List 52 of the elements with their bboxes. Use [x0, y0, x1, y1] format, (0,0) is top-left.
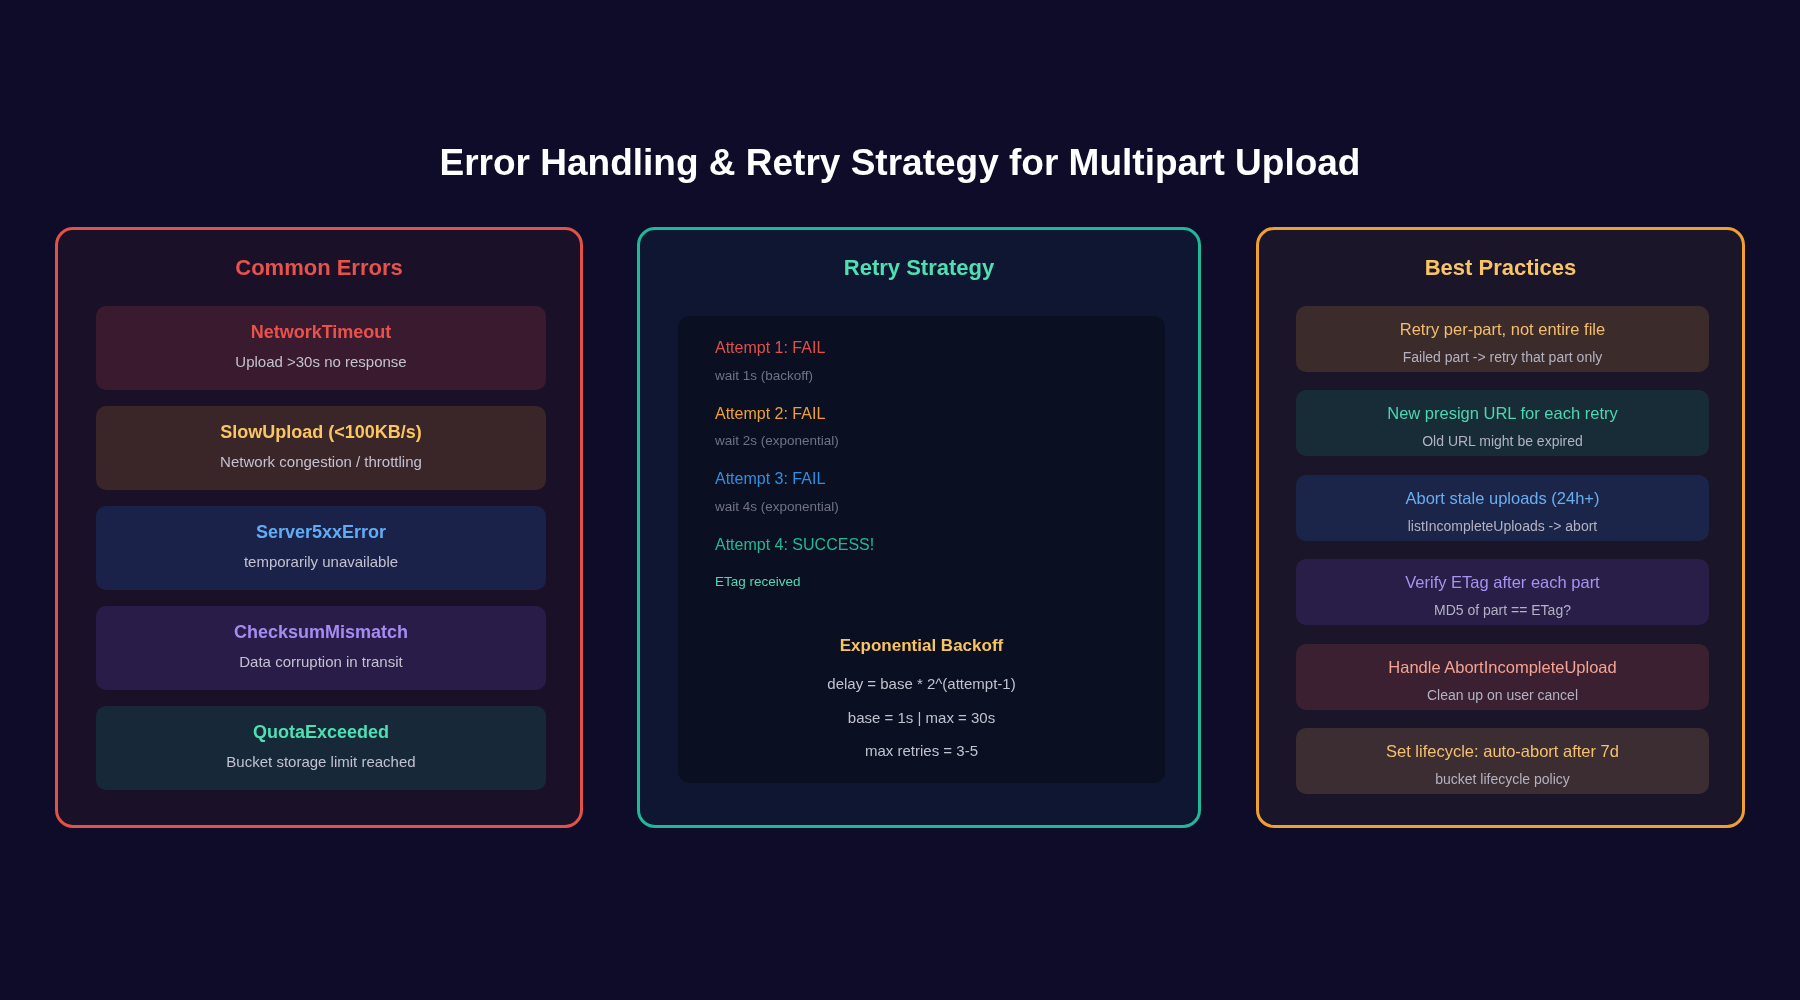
- error-card: [96, 606, 546, 690]
- practice-card: [1296, 728, 1709, 794]
- practice-card: [1296, 306, 1709, 372]
- card-description: Clean up on user cancel: [1427, 686, 1578, 704]
- card-description: Bucket storage limit reached: [226, 752, 416, 772]
- practice-card: [1296, 390, 1709, 456]
- formula-text: base = 1s | max = 30s: [847, 708, 996, 728]
- wait-note: wait 4s (exponential): [715, 498, 839, 516]
- wait-note: wait 1s (backoff): [715, 367, 814, 385]
- card-title: Verify ETag after each part: [1405, 572, 1600, 593]
- card-title: Retry per-part, not entire file: [1399, 319, 1606, 340]
- card-title: NetworkTimeout: [250, 321, 392, 344]
- card-title: New presign URL for each retry: [1387, 403, 1618, 424]
- practice-card: [1296, 475, 1709, 541]
- card-title: Server5xxError: [255, 521, 387, 544]
- card-description: Old URL might be expired: [1422, 432, 1583, 450]
- card-title: ChecksumMismatch: [233, 621, 409, 644]
- diagram-title: Error Handling & Retry Strategy for Multipart Upload: [439, 141, 1361, 185]
- practice-card: [1296, 644, 1709, 710]
- attempt-status: Attempt 1: FAIL: [715, 337, 826, 358]
- card-description: Network congestion / throttling: [220, 452, 422, 472]
- errors-panel: [55, 227, 583, 828]
- card-title: SlowUpload (<100KB/s): [220, 421, 422, 444]
- card-title: Abort stale uploads (24h+): [1405, 488, 1600, 509]
- panel-heading: Retry Strategy: [843, 254, 995, 282]
- card-title: QuotaExceeded: [252, 721, 389, 744]
- retry-panel: [637, 227, 1201, 828]
- card-description: Failed part -> retry that part only: [1402, 348, 1603, 366]
- formula-text: max retries = 3-5: [865, 741, 978, 761]
- error-card: [96, 506, 546, 590]
- error-card: [96, 706, 546, 790]
- panel-heading: Common Errors: [235, 254, 403, 282]
- attempt-status: Attempt 2: FAIL: [715, 403, 826, 424]
- card-description: temporarily unavailable: [243, 552, 399, 572]
- error-card: [96, 406, 546, 490]
- practice-card: [1296, 559, 1709, 625]
- card-description: listIncompleteUploads -> abort: [1407, 517, 1598, 535]
- card-description: Upload >30s no response: [235, 352, 407, 372]
- card-title: Set lifecycle: auto-abort after 7d: [1386, 741, 1619, 762]
- card-description: Data corruption in transit: [239, 652, 403, 672]
- attempt-status: Attempt 4: SUCCESS!: [715, 534, 875, 555]
- attempt-status: Attempt 3: FAIL: [715, 468, 826, 489]
- error-card: [96, 306, 546, 390]
- wait-note: wait 2s (exponential): [715, 432, 839, 450]
- formula-text: delay = base * 2^(attempt-1): [827, 674, 1016, 694]
- section-heading: Exponential Backoff: [839, 635, 1004, 657]
- practices-panel: [1256, 227, 1745, 828]
- status-note: ETag received: [715, 573, 801, 591]
- card-description: bucket lifecycle policy: [1435, 770, 1570, 788]
- card-title: Handle AbortIncompleteUpload: [1388, 657, 1617, 678]
- card-description: MD5 of part == ETag?: [1434, 601, 1571, 619]
- panel-heading: Best Practices: [1424, 254, 1577, 282]
